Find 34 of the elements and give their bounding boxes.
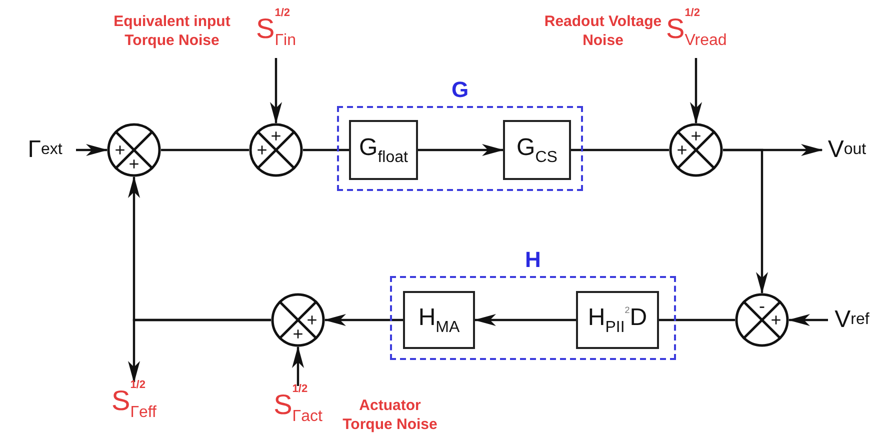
connector-arrow <box>292 346 304 386</box>
sign-label: + <box>292 325 304 344</box>
connector-arrow <box>128 318 271 383</box>
connector-arrow <box>788 314 828 326</box>
connector-arrow <box>723 148 768 294</box>
noise-caption: Actuator Torque Noise <box>342 396 438 434</box>
sign-label: + <box>256 141 268 159</box>
sign-label: + <box>770 311 782 329</box>
connector-arrow <box>474 314 576 326</box>
sign-label: + <box>128 155 140 174</box>
sign-label: + <box>690 126 702 145</box>
sign-label: - <box>759 296 765 315</box>
connector-arrow <box>270 58 282 124</box>
summing-junction <box>107 123 161 177</box>
sign-label: + <box>306 311 318 329</box>
summing-junction <box>249 123 303 177</box>
noise-caption: Equivalent input Torque Noise <box>112 12 232 50</box>
sign-label: + <box>114 141 126 159</box>
summing-junction <box>669 123 723 177</box>
noise-caption: Readout Voltage Noise <box>544 12 662 50</box>
transfer-block: G$_{float}$ <box>349 120 418 180</box>
summing-junction <box>735 293 789 347</box>
transfer-block: G$_{CS}$ <box>503 120 571 180</box>
transfer-block: H$_{PII}$$^{2}$D <box>576 291 659 349</box>
sign-label: + <box>676 141 688 159</box>
summing-junction <box>271 293 325 347</box>
connector-arrow <box>690 58 702 124</box>
group-label: H <box>525 248 541 272</box>
group-label: G <box>451 78 469 102</box>
transfer-block: H$_{MA}$ <box>403 291 475 349</box>
connector-arrow <box>76 144 108 156</box>
sign-label: + <box>270 126 282 145</box>
connector-arrow <box>418 144 504 156</box>
connector-arrow <box>324 314 403 326</box>
